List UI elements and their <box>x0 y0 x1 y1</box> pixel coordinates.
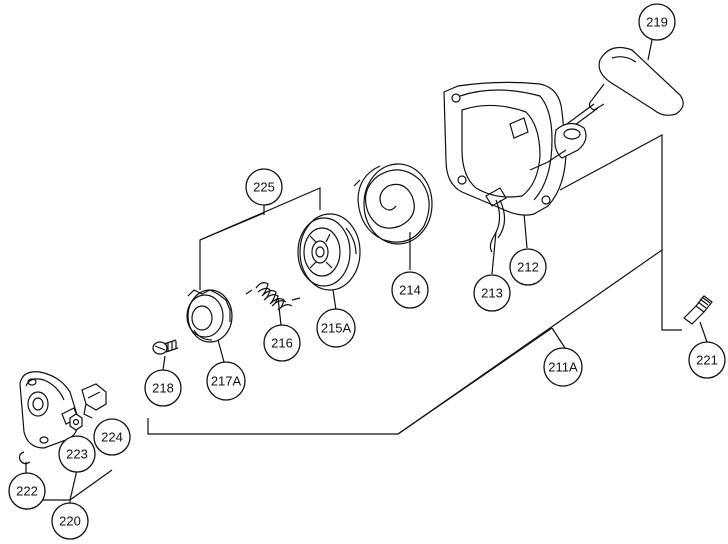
small-nut <box>69 413 83 431</box>
callout-211A: 211A <box>543 347 583 387</box>
callout-label: 214 <box>399 283 421 298</box>
recoil-spring <box>353 163 433 245</box>
callout-224: 224 <box>93 418 131 456</box>
callout-label: 217A <box>211 374 242 389</box>
callout-216: 216 <box>263 324 301 362</box>
callout-label: 213 <box>481 286 503 301</box>
callout-215A: 215A <box>316 308 356 348</box>
callout-213: 213 <box>473 274 511 312</box>
callout-222: 222 <box>8 472 46 510</box>
e-ring <box>18 451 31 465</box>
callout-label: 221 <box>696 353 718 368</box>
starter-handle <box>555 47 684 137</box>
callout-217A: 217A <box>206 361 246 401</box>
callout-label: 222 <box>16 484 38 499</box>
small-spring <box>245 282 301 311</box>
callout-label: 216 <box>271 336 293 351</box>
leader-lines <box>25 39 708 510</box>
callout-label: 212 <box>517 260 539 275</box>
callout-220: 220 <box>51 502 89 540</box>
screw <box>152 339 179 355</box>
bolt <box>683 295 713 325</box>
callout-label: 211A <box>548 360 578 375</box>
callout-label: 215A <box>321 321 352 336</box>
callout-label: 218 <box>152 381 174 396</box>
callout-214: 214 <box>391 271 429 309</box>
callout-212: 212 <box>509 248 547 286</box>
ratchet-hub <box>186 289 233 343</box>
callout-label: 225 <box>253 180 275 195</box>
callout-223: 223 <box>58 435 96 473</box>
callout-219: 219 <box>638 3 676 41</box>
bracket-plate <box>19 371 79 449</box>
callout-221: 221 <box>688 341 726 379</box>
callout-label: 219 <box>646 15 668 30</box>
callout-label: 224 <box>101 430 123 445</box>
clip <box>81 383 107 419</box>
callout-label: 220 <box>59 514 81 529</box>
callout-225: 225 <box>245 168 283 206</box>
callout-218: 218 <box>144 369 182 407</box>
rope-reel <box>297 213 361 291</box>
callout-label: 223 <box>66 447 88 462</box>
recoil-housing <box>443 81 587 253</box>
